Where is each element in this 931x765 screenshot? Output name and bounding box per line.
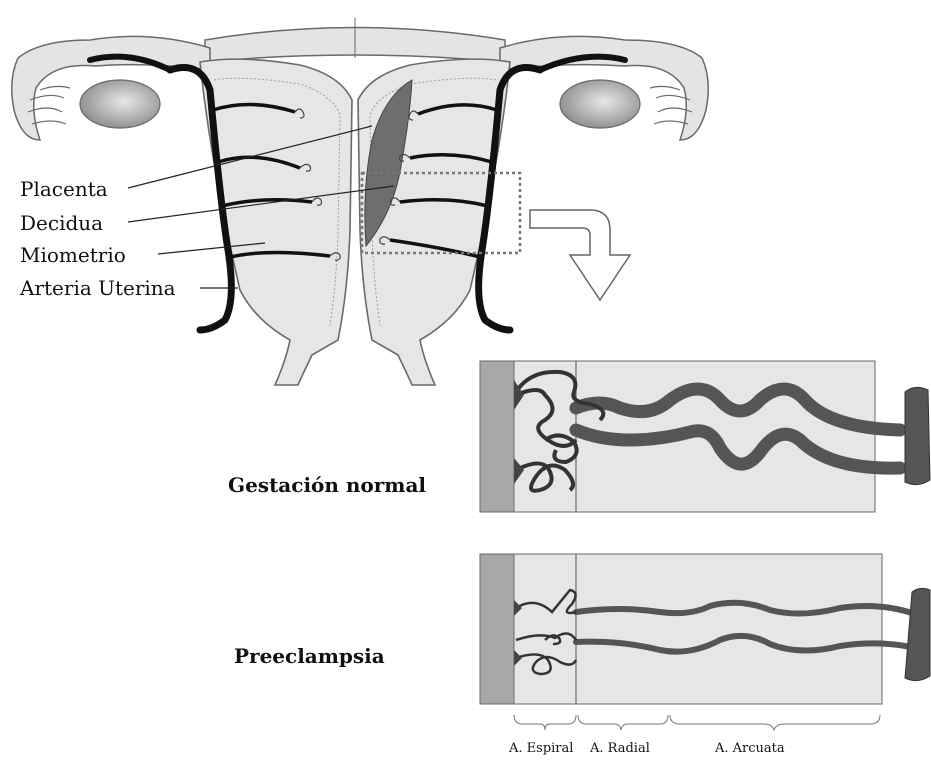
label-preeclampsia: Preeclampsia bbox=[234, 644, 385, 668]
brace-arcuata bbox=[670, 715, 880, 730]
zoom-arrow bbox=[530, 210, 630, 300]
normal-end-vessel bbox=[905, 387, 930, 484]
uterus-illustration bbox=[12, 18, 709, 385]
label-a-espiral: A. Espiral bbox=[508, 741, 573, 756]
panel-normal-pregnancy bbox=[480, 361, 930, 512]
label-miometrio: Miometrio bbox=[20, 243, 126, 267]
label-decidua: Decidua bbox=[20, 211, 103, 235]
label-a-arcuata: A. Arcuata bbox=[714, 741, 785, 756]
preeclampsia-end-vessel bbox=[905, 588, 930, 680]
decidua-strip-normal bbox=[480, 361, 514, 512]
label-a-radial: A. Radial bbox=[589, 741, 650, 756]
decidua-strip-preeclampsia bbox=[480, 554, 514, 704]
zone-braces bbox=[514, 715, 880, 730]
brace-espiral bbox=[514, 715, 576, 730]
label-gestacion-normal: Gestación normal bbox=[228, 473, 426, 497]
brace-radial bbox=[578, 715, 668, 730]
label-arteria-uterina: Arteria Uterina bbox=[19, 276, 176, 300]
right-ovary bbox=[560, 80, 640, 128]
label-placenta: Placenta bbox=[20, 177, 108, 201]
left-ovary bbox=[80, 80, 160, 128]
panel-preeclampsia bbox=[480, 554, 930, 704]
